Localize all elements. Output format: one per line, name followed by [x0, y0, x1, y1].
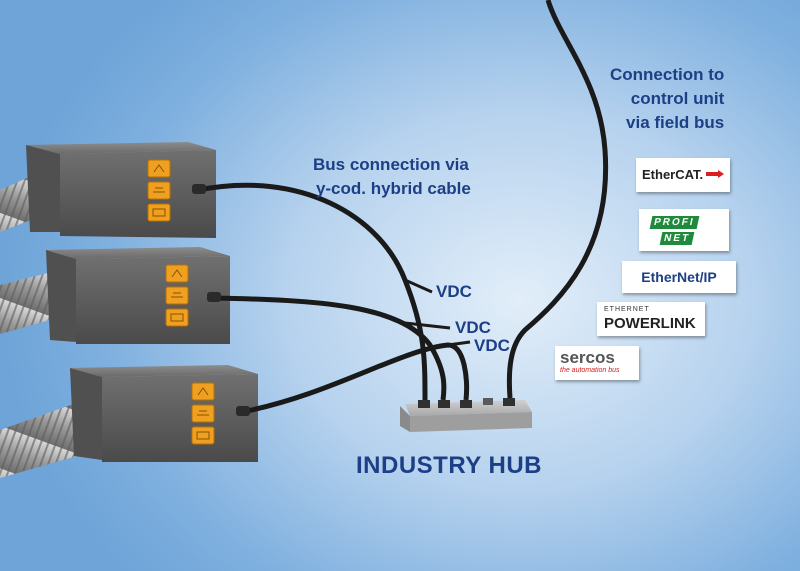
vdc-branch-1: [404, 278, 433, 294]
fieldbus-cable: [506, 0, 609, 399]
vdc-label-1: VDC: [436, 282, 472, 301]
profinet-line1: PROFI: [649, 216, 699, 229]
powerlink-logo: ETHERNET POWERLINK: [597, 302, 705, 336]
bus-label-line1: Bus connection via: [313, 155, 469, 174]
sensor-block-1: [0, 142, 216, 238]
ctrl-label-line2: control unit: [630, 89, 725, 108]
sercos-logo: sercos the automation bus: [555, 346, 639, 380]
profinet-logo: PROFI NET: [639, 209, 729, 251]
powerlink-big-text: POWERLINK: [604, 315, 696, 332]
hybrid-cable-1: [197, 182, 428, 401]
ethercat-arrow-icon: [706, 170, 724, 178]
ethercat-logo: EtherCAT.: [636, 158, 730, 192]
ethernetip-logo: EtherNet/IP: [622, 261, 736, 293]
bus-label-line2: y-cod. hybrid cable: [315, 179, 471, 198]
profinet-line2: NET: [659, 232, 695, 245]
control-unit-label: Connection to control unit via field bus: [610, 63, 724, 135]
vdc-label-3: VDC: [474, 336, 510, 355]
ethercat-text: EtherCAT.: [642, 167, 704, 182]
sercos-tagline: the automation bus: [560, 367, 620, 374]
hybrid-cable-2: [212, 295, 447, 401]
vdc-branch-3: [447, 340, 471, 347]
industry-hub: [400, 398, 532, 432]
sercos-text: sercos: [560, 348, 615, 367]
industry-hub-title: INDUSTRY HUB: [356, 452, 543, 479]
bus-connection-label: Bus connection via y-cod. hybrid cable: [313, 153, 471, 201]
sensor-block-2: [0, 247, 230, 344]
powerlink-small-text: ETHERNET: [604, 306, 650, 313]
hybrid-cable-3: [241, 342, 469, 415]
sensor-block-3: [0, 365, 258, 478]
vdc-label-2: VDC: [455, 318, 491, 337]
ctrl-label-line1: Connection to: [610, 65, 725, 84]
vdc-branch-2: [404, 321, 451, 330]
ctrl-label-line3: via field bus: [626, 113, 725, 132]
